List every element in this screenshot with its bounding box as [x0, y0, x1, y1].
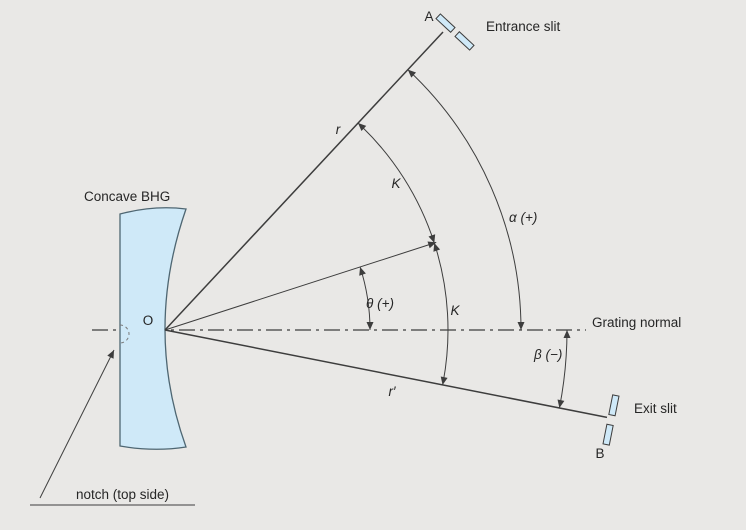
entrance-slit [435, 13, 475, 51]
label-point-a: A [424, 9, 433, 24]
grating-body [119, 207, 187, 450]
label-beta: β (−) [533, 347, 562, 362]
label-kappa-lower: K [450, 303, 460, 318]
label-exit-slit: Exit slit [634, 401, 677, 416]
label-origin-o: O [143, 313, 154, 328]
exit-slit-jaw-upper [608, 394, 620, 417]
exit-ray-line [164, 329, 608, 419]
notch-leader-arrow [39, 349, 115, 499]
beta-arc [557, 329, 571, 409]
label-r: r [336, 122, 341, 137]
label-r-prime: r′ [388, 384, 395, 399]
label-alpha: α (+) [509, 210, 537, 225]
label-grating-normal: Grating normal [592, 315, 681, 330]
entrance-slit-jaw-upper [435, 13, 456, 33]
theta-arc [359, 266, 374, 331]
label-kappa-upper: K [391, 176, 401, 191]
notch-dashed-outline [119, 324, 130, 344]
entrance-ray-line [164, 31, 444, 331]
bisector-line [164, 241, 437, 331]
label-theta: θ (+) [366, 296, 394, 311]
label-notch: notch (top side) [76, 487, 169, 502]
kappa-lower-arc [433, 242, 449, 386]
exit-slit-jaw-lower [602, 423, 614, 446]
exit-slit [602, 394, 620, 446]
label-concave-bhg: Concave BHG [84, 189, 170, 204]
entrance-slit-jaw-lower [454, 31, 475, 51]
alpha-arc [407, 69, 525, 331]
label-entrance-slit: Entrance slit [486, 19, 561, 34]
label-point-b: B [595, 446, 604, 461]
